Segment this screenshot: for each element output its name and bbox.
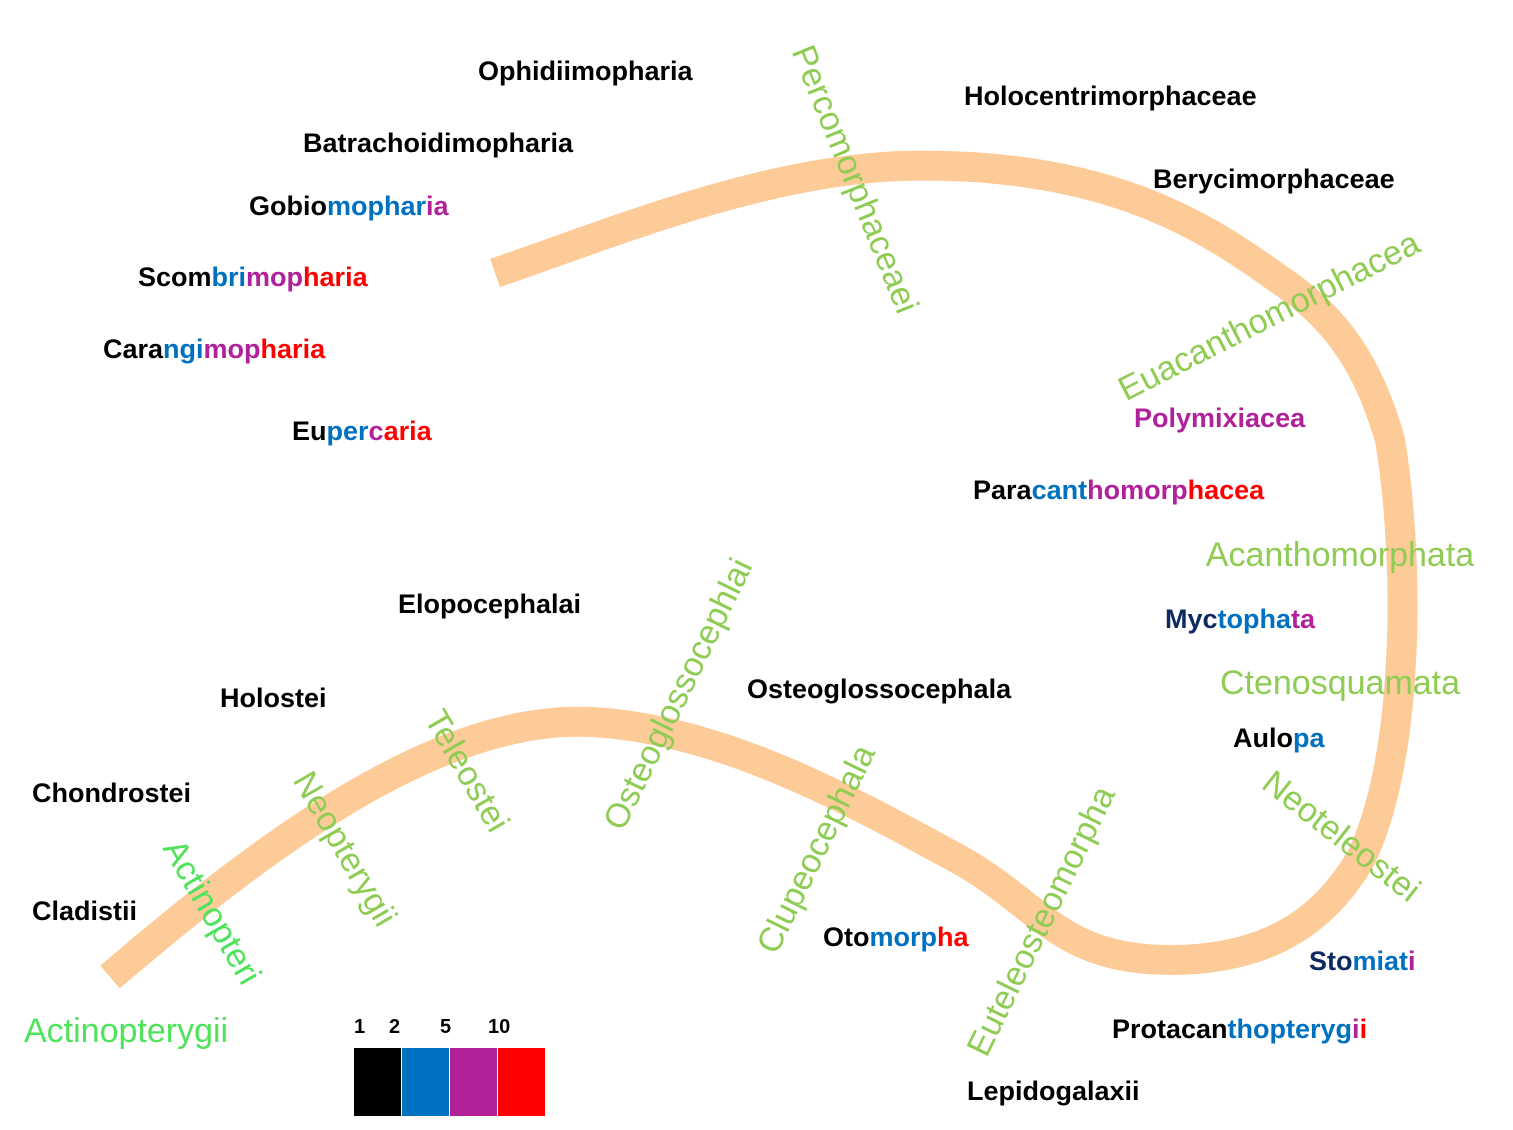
taxon-label-berycimorphaceae: Berycimorphaceae <box>1153 164 1395 194</box>
taxon-segment: ngi <box>163 334 204 364</box>
evolution-path <box>100 150 1418 989</box>
taxon-segment: per <box>327 416 370 446</box>
taxon-segment: Elopocephalai <box>398 589 581 619</box>
taxon-label-polymixiacea: Polymixiacea <box>1134 403 1306 433</box>
color-legend: 1 2 5 10 <box>354 1016 545 1116</box>
taxon-segment: Sto <box>1309 946 1353 976</box>
taxon-segment: Batrachoidimopharia <box>303 128 574 158</box>
taxon-segment: i <box>1360 1014 1368 1044</box>
legend-label-2: 2 <box>389 1016 400 1038</box>
taxon-label-protacanthopterygii: Protacanthopterygii <box>1112 1014 1367 1044</box>
legend-label-5: 5 <box>440 1016 451 1038</box>
taxon-segment: Aulo <box>1233 723 1293 753</box>
taxon-segment: homorp <box>1087 475 1188 505</box>
taxon-segment: c <box>369 416 384 446</box>
taxon-segment: Holocentrimorphaceae <box>964 81 1257 111</box>
taxon-segment: Ophidiimopharia <box>478 56 693 86</box>
taxon-segment: i <box>1408 946 1416 976</box>
taxon-segment: Berycimorphaceae <box>1153 164 1395 194</box>
taxon-segment: bri <box>212 262 247 292</box>
taxon-segment: Osteoglossocephala <box>747 674 1012 704</box>
taxon-segment: Cladistii <box>32 896 137 926</box>
taxon-label-paracanthomorphacea: Paracanthomorphacea <box>973 475 1265 505</box>
taxon-segment: Gobio <box>249 191 327 221</box>
legend-label-10: 10 <box>488 1016 510 1038</box>
legend-swatch-2 <box>402 1048 449 1116</box>
taxon-label-elopocephalai: Elopocephalai <box>398 589 581 619</box>
legend-swatch-5 <box>450 1048 497 1116</box>
taxon-segment: mophar <box>327 191 427 221</box>
taxon-label-chondrostei: Chondrostei <box>32 778 191 808</box>
taxon-label-cladistii: Cladistii <box>32 896 137 926</box>
taxon-segment: haria <box>261 334 327 364</box>
clade-label-euteleosteomorpha: Euteleosteomorpha <box>959 780 1122 1062</box>
taxon-label-scombrimopharia: Scombrimopharia <box>138 262 369 292</box>
taxon-label-osteoglossocephala: Osteoglossocephala <box>747 674 1012 704</box>
taxon-segment: miat <box>1353 946 1409 976</box>
taxon-segment: Scom <box>138 262 212 292</box>
taxon-segment: ha <box>937 922 969 952</box>
legend-label-1: 1 <box>354 1016 365 1038</box>
taxon-segment: ia <box>426 191 450 221</box>
taxon-label-eupercaria: Eupercaria <box>292 416 433 446</box>
taxon-segment: morp <box>870 922 938 952</box>
taxon-segment: Para <box>973 475 1033 505</box>
taxon-label-otomorpha: Otomorpha <box>823 922 969 952</box>
taxon-segment: i <box>1352 1014 1360 1044</box>
taxon-segment: haria <box>303 262 369 292</box>
taxon-label-ophidiimopharia: Ophidiimopharia <box>478 56 693 86</box>
taxon-segment: mop <box>204 334 261 364</box>
taxon-segment: aria <box>384 416 433 446</box>
taxon-segment: Chondrostei <box>32 778 191 808</box>
taxon-label-stomiati: Stomiati <box>1309 946 1416 976</box>
taxon-label-lepidogalaxii: Lepidogalaxii <box>967 1076 1140 1106</box>
clade-label-ctenosquamata: Ctenosquamata <box>1220 664 1460 702</box>
taxon-segment: Myc <box>1165 604 1218 634</box>
taxon-segment: Polymixiacea <box>1134 403 1306 433</box>
taxon-segment: pa <box>1293 723 1325 753</box>
taxon-segment: Lepidogalaxii <box>967 1076 1140 1106</box>
taxon-segment: mop <box>246 262 303 292</box>
legend-swatch-10 <box>498 1048 545 1116</box>
taxon-segment: ta <box>1291 604 1316 634</box>
taxon-segment: Holostei <box>220 683 327 713</box>
taxon-segment: thopteryg <box>1228 1014 1353 1044</box>
taxon-label-batrachoidimopharia: Batrachoidimopharia <box>303 128 574 158</box>
taxon-segment: Protacan <box>1112 1014 1228 1044</box>
clade-label-acanthomorphata: Acanthomorphata <box>1206 536 1474 574</box>
taxon-segment: cant <box>1032 475 1088 505</box>
clade-label-osteoglossocephlai: Osteoglossocephlai <box>596 552 760 835</box>
taxon-segment: Oto <box>823 922 870 952</box>
taxon-segment: hacea <box>1188 475 1266 505</box>
taxon-label-aulopa: Aulopa <box>1233 723 1325 753</box>
taxon-segment: topha <box>1218 604 1292 634</box>
taxon-label-holostei: Holostei <box>220 683 327 713</box>
clade-label-actinopterygii: Actinopterygii <box>24 1012 228 1050</box>
taxon-label-gobiomopharia: Gobiomopharia <box>249 191 450 221</box>
taxon-label-myctophata: Myctophata <box>1165 604 1316 634</box>
taxon-segment: Eu <box>292 416 327 446</box>
legend-swatch-1 <box>354 1048 401 1116</box>
taxon-label-holocentrimorphaceae: Holocentrimorphaceae <box>964 81 1257 111</box>
taxon-segment: Cara <box>103 334 164 364</box>
taxon-label-carangimopharia: Carangimopharia <box>103 334 326 364</box>
